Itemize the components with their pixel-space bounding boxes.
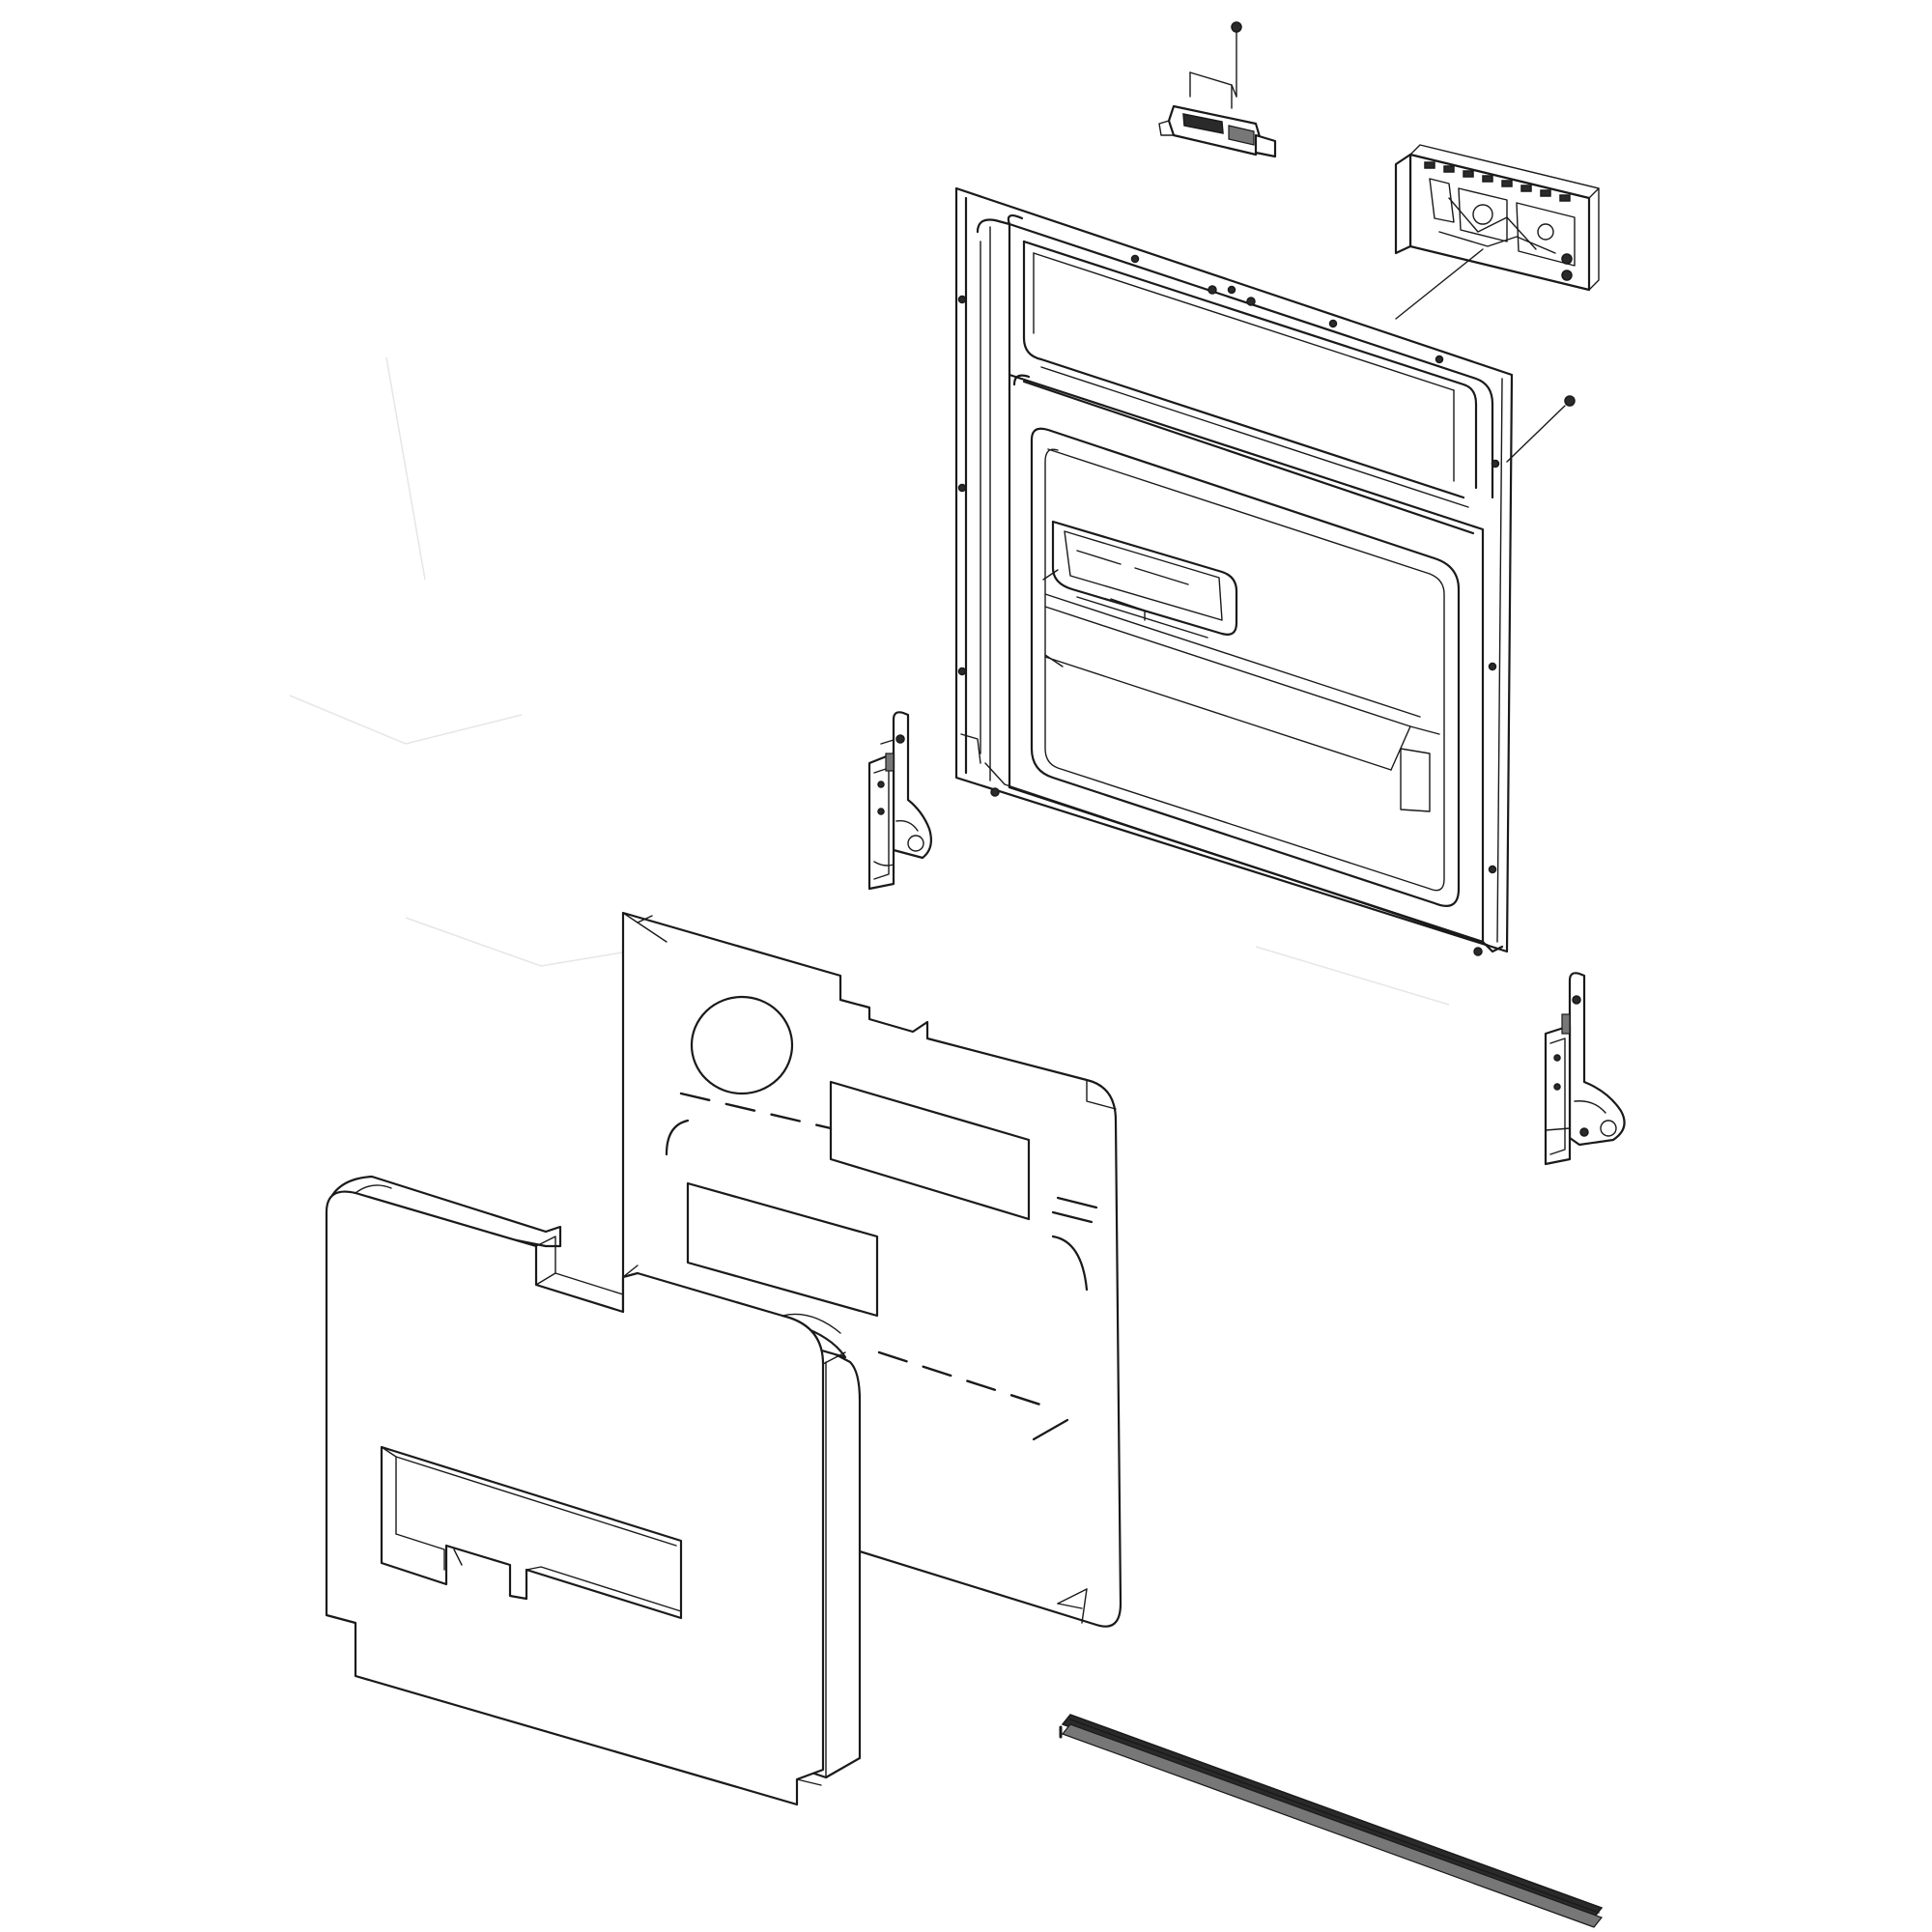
inner-door-panel xyxy=(954,186,1514,956)
outer-door-panel xyxy=(325,1175,862,1806)
hinge-right xyxy=(1544,972,1626,1166)
door-switch xyxy=(1158,71,1277,158)
background-ghost-lines xyxy=(289,356,1450,1006)
door-seal-strip xyxy=(1059,1714,1604,1928)
screw-top xyxy=(1231,21,1242,98)
hinge-left xyxy=(867,711,932,891)
screw-right xyxy=(1506,395,1576,463)
control-board xyxy=(1394,144,1600,320)
